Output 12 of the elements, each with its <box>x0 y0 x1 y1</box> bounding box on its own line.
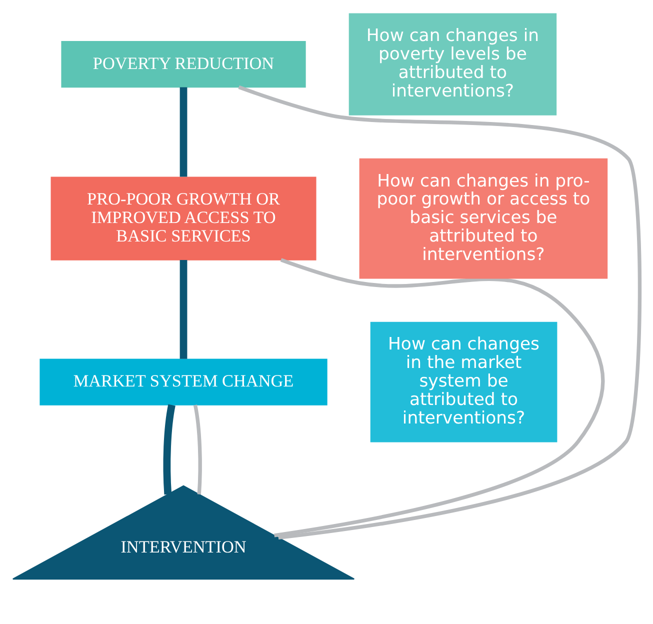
connector <box>180 260 188 359</box>
node-box: PRO-POOR GROWTH OR IMPROVED ACCESS TO BASIC SERVICES <box>50 176 316 260</box>
node-box: MARKET SYSTEM CHANGE <box>40 358 328 406</box>
node-box: How can changes in poverty levels be attributed to interventions? <box>348 13 557 116</box>
connector <box>274 258 605 538</box>
connector <box>163 404 176 495</box>
connector <box>238 85 642 540</box>
node-box: POVERTY REDUCTION <box>61 40 306 88</box>
node-box: How can changes in pro-poor growth or access to basic services be attributed to interventions? <box>359 158 608 279</box>
node-box: How can changes in the market system be attributed to interventions? <box>370 322 558 442</box>
connector <box>193 404 202 494</box>
connector <box>180 87 188 177</box>
